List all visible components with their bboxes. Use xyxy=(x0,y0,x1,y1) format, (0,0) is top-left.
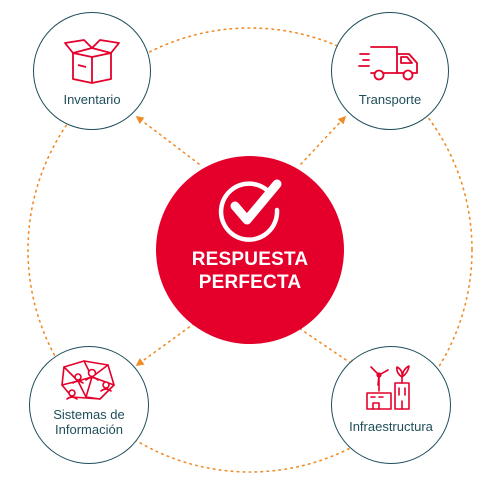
truck-icon xyxy=(358,46,418,81)
respuesta-perfecta-hub: RESPUESTA PERFECTA xyxy=(156,156,344,344)
arrow-to-infraestructura xyxy=(289,321,357,367)
node-infraestructura: Infraestructura xyxy=(331,346,451,464)
buildings-icon xyxy=(366,365,410,410)
node-label: Transporte xyxy=(358,92,422,107)
hub-title: RESPUESTA PERFECTA xyxy=(191,249,309,293)
arrow-to-inventario xyxy=(135,116,200,165)
box-icon xyxy=(64,39,120,84)
node-label: Inventario xyxy=(63,92,121,107)
node-sistemas-de-informacion: Sistemas de Información xyxy=(29,346,149,464)
orbit-ring xyxy=(27,27,473,473)
node-transporte: Transporte xyxy=(331,12,449,130)
node-inventario: Inventario xyxy=(33,12,151,130)
arrow-to-sistemas xyxy=(135,319,200,366)
arrow-to-transporte xyxy=(300,115,347,165)
node-label: Sistemas de Información xyxy=(53,407,125,437)
check-circle-icon xyxy=(218,179,282,242)
network-icon xyxy=(61,360,115,400)
node-label: Infraestructura xyxy=(349,419,433,434)
